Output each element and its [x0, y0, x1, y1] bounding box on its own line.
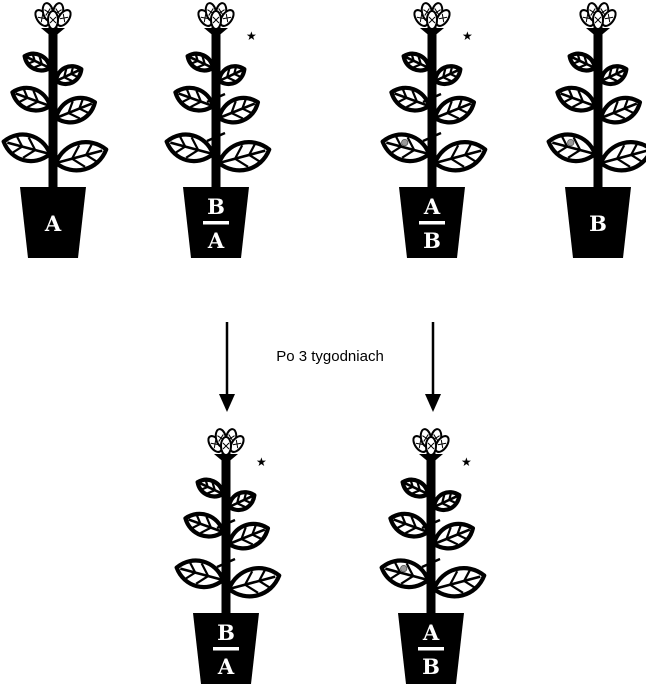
leaf [432, 137, 489, 177]
leaf [53, 137, 110, 177]
graft-divider-line [419, 221, 445, 225]
flower-bud-icon [578, 2, 619, 38]
plant-a: A [0, 2, 109, 258]
leaf [21, 49, 53, 74]
graft-divider-line [418, 647, 444, 651]
rootstock-label: A [207, 228, 225, 253]
leaf [172, 82, 217, 115]
leaf [598, 137, 646, 177]
plant-a-over-b-after: ★ AB [378, 428, 487, 684]
star-marker-icon: ★ [462, 29, 473, 43]
leaf [226, 563, 283, 603]
flower-bud-icon [33, 2, 74, 38]
leaf [182, 508, 227, 541]
rootstock-label: B [423, 228, 441, 253]
scion-label: B [207, 194, 225, 219]
leaf [163, 129, 216, 166]
leaf [400, 49, 432, 74]
leaf [597, 92, 644, 129]
flower-bud-icon [411, 428, 452, 464]
leaf [554, 82, 599, 115]
plant-a-over-b: ★ AB [379, 2, 488, 258]
leaf [225, 518, 272, 555]
scion-label: A [422, 620, 440, 645]
leaf [387, 508, 432, 541]
leaf [173, 555, 226, 592]
down-arrow-left [219, 322, 235, 412]
leaf [545, 129, 598, 166]
pot-label: B [589, 211, 607, 236]
leaf [379, 129, 432, 166]
leaf [0, 129, 53, 166]
plant-b-over-a-after: ★ BA [173, 428, 282, 684]
leaf [430, 518, 477, 555]
scion-label: B [217, 620, 235, 645]
scion-label: A [423, 194, 441, 219]
leaf [194, 475, 226, 500]
leaf [52, 92, 99, 129]
leaf [378, 555, 431, 592]
leaf [388, 82, 433, 115]
rootstock-label: A [217, 654, 235, 679]
leaf [184, 49, 216, 74]
star-marker-icon: ★ [256, 455, 267, 469]
leaf [566, 49, 598, 74]
flower-bud-icon [412, 2, 453, 38]
leaf [431, 563, 488, 603]
graft-divider-line [203, 221, 229, 225]
leaf [431, 92, 478, 129]
star-marker-icon: ★ [246, 29, 257, 43]
plant-b: B [545, 2, 646, 258]
flower-bud-icon [196, 2, 237, 38]
leaf [216, 137, 273, 177]
graft-divider-line [213, 647, 239, 651]
down-arrow-right [425, 322, 441, 412]
leaf [215, 92, 262, 129]
flower-bud-icon [206, 428, 247, 464]
star-marker-icon: ★ [461, 455, 472, 469]
caption-text: Po 3 tygodniach [276, 348, 384, 365]
pot-label: A [44, 211, 62, 236]
rootstock-label: B [422, 654, 440, 679]
leaf [399, 475, 431, 500]
plant-b-over-a: ★ BA [163, 2, 272, 258]
leaf [9, 82, 54, 115]
